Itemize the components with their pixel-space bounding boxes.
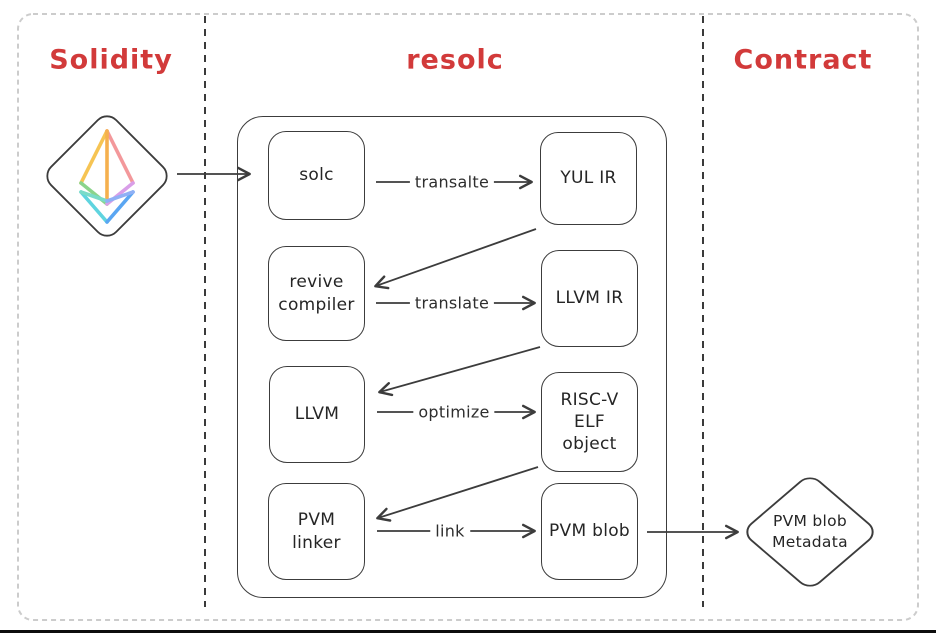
node-revive-compiler-label: revive compiler <box>278 272 355 315</box>
arrow-yulir-to-revive <box>374 228 537 290</box>
node-llvm-ir-label: LLVM IR <box>555 288 624 309</box>
arrow-elf-to-pvmlinker <box>376 466 539 522</box>
node-pvm-linker: PVM linker <box>268 483 365 580</box>
bottom-rule <box>0 630 936 633</box>
node-pvm-blob: PVM blob <box>541 483 638 580</box>
contract-diamond-label: PVM blob Metadata <box>772 512 848 551</box>
node-risc-v-elf-object: RISC-V ELF object <box>541 372 638 472</box>
node-yul-ir: YUL IR <box>540 132 637 225</box>
edge-label-link: link <box>430 521 470 541</box>
node-solc-label: solc <box>299 165 334 186</box>
ethereum-logo-icon <box>79 129 135 224</box>
node-llvm: LLVM <box>269 366 365 463</box>
node-pvm-blob-label: PVM blob <box>548 521 631 542</box>
column-title-solidity: Solidity <box>49 44 173 76</box>
node-revive-compiler: revive compiler <box>268 246 365 341</box>
column-title-contract: Contract <box>733 44 873 76</box>
arrow-llvmir-to-llvm <box>378 346 541 397</box>
contract-diamond <box>746 477 874 587</box>
node-solc: solc <box>268 131 365 220</box>
edge-label-optimize: optimize <box>413 402 495 422</box>
column-title-resolc: resolc <box>406 44 504 76</box>
node-yul-ir-label: YUL IR <box>560 168 617 189</box>
node-llvm-ir: LLVM IR <box>541 250 638 347</box>
outer-dashed-border <box>17 13 919 621</box>
edge-label-transalte: transalte <box>409 172 495 192</box>
resolc-container <box>237 116 667 598</box>
node-risc-v-elf-object-label: RISC-V ELF object <box>560 389 619 455</box>
node-pvm-linker-label: PVM linker <box>292 510 341 553</box>
node-llvm-label: LLVM <box>294 404 340 425</box>
edge-label-translate: translate <box>409 293 495 313</box>
